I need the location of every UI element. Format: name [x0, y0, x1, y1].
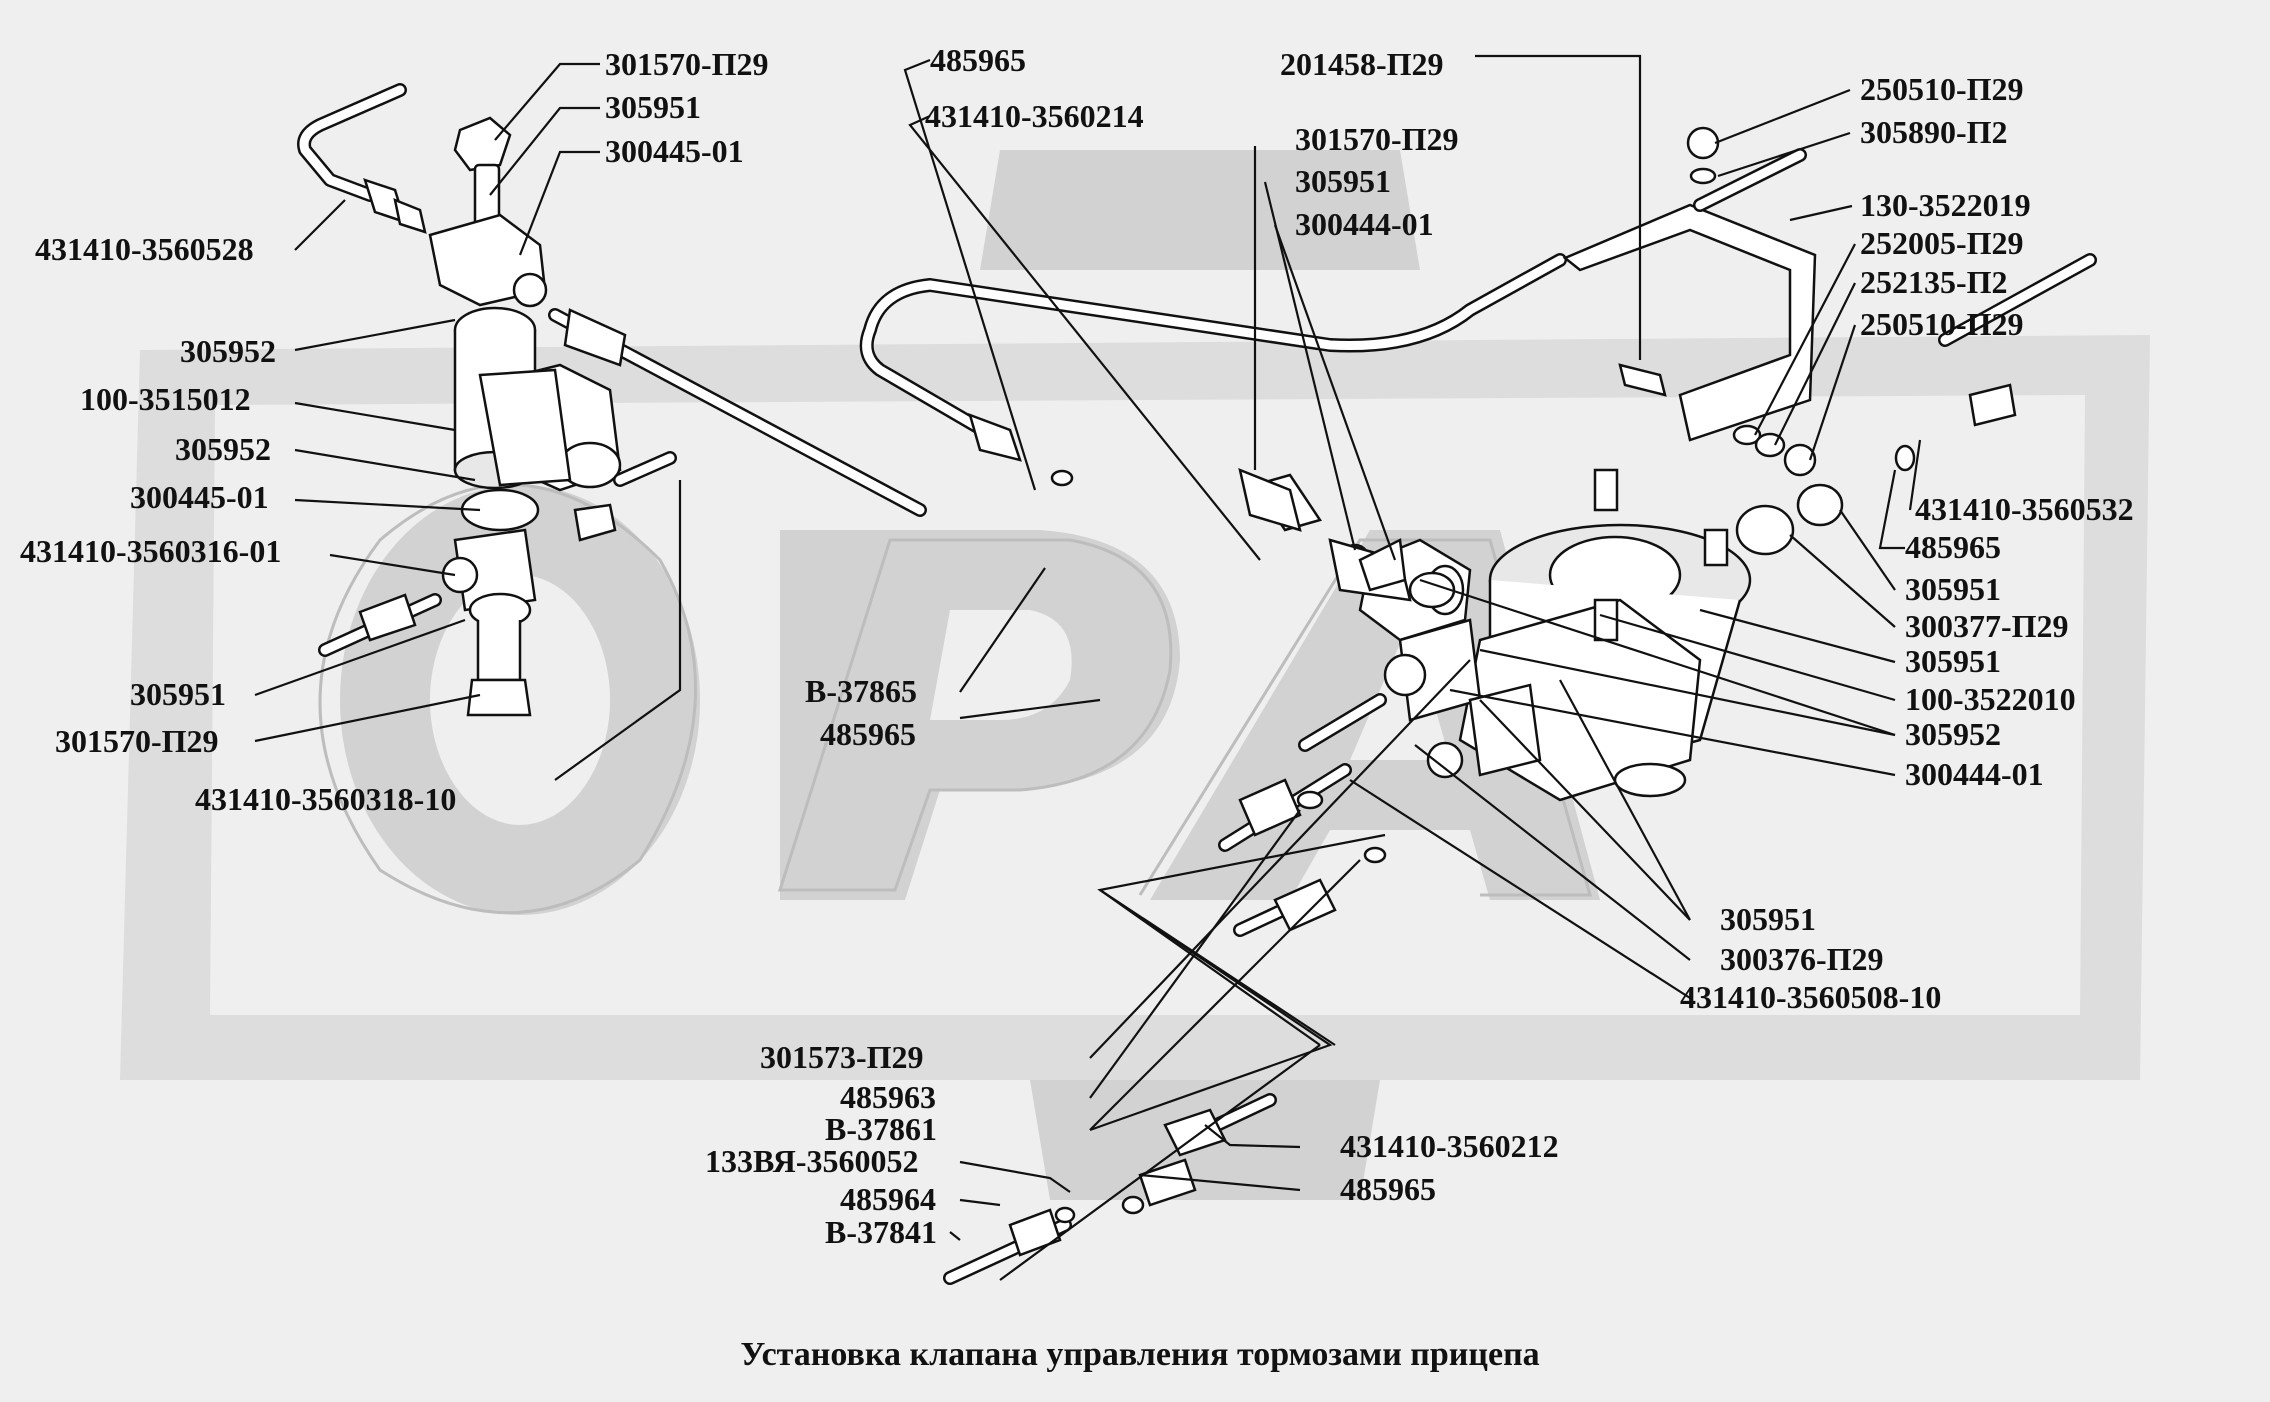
label-431410-3560318-10: 431410-3560318-10: [195, 781, 456, 817]
label-301573-p29: 301573-П29: [760, 1039, 924, 1075]
label-301570-p29-top: 301570-П29: [605, 46, 769, 82]
diagram-caption: Установка клапана управления тормозами п…: [740, 1336, 1539, 1373]
label-305952-a: 305952: [180, 333, 276, 369]
label-100-3515012: 100-3515012: [80, 381, 251, 417]
label-301570-p29-right: 301570-П29: [1295, 121, 1459, 157]
label-v-37861: В-37861: [825, 1111, 937, 1147]
label-300376-p29: 300376-П29: [1720, 941, 1884, 977]
label-300445-01-mid: 300445-01: [130, 479, 269, 515]
label-300445-01-top: 300445-01: [605, 133, 744, 169]
label-305951-top: 305951: [605, 89, 701, 125]
leader-lines: [254, 54, 1922, 1281]
label-431410-3560532: 431410-3560532: [1915, 491, 2134, 527]
label-305890-p2: 305890-П2: [1860, 114, 2008, 150]
label-305951-lower: 305951: [1720, 901, 1816, 937]
label-431410-3560316-01: 431410-3560316-01: [20, 533, 281, 569]
label-485965-right: 485965: [1905, 529, 2001, 565]
valve-body: [1238, 467, 1844, 802]
label-305951-right-a: 305951: [1905, 571, 2001, 607]
part-labels: 301570-П29 305951 300445-01 431410-35605…: [20, 42, 2134, 1250]
label-305951-left: 305951: [130, 676, 226, 712]
label-300444-01-top: 300444-01: [1295, 206, 1434, 242]
label-252005-p29: 252005-П29: [1860, 225, 2024, 261]
label-485965-top: 485965: [930, 42, 1026, 78]
label-485963: 485963: [840, 1079, 936, 1115]
label-300444-01-right: 300444-01: [1905, 756, 2044, 792]
label-431410-3560214: 431410-3560214: [925, 98, 1144, 134]
label-485965-mid: 485965: [820, 716, 916, 752]
label-133vya-3560052: 133ВЯ-3560052: [705, 1143, 919, 1179]
label-v-37841: В-37841: [825, 1214, 937, 1250]
label-305952-right: 305952: [1905, 716, 2001, 752]
label-431410-3560528: 431410-3560528: [35, 231, 254, 267]
label-250510-p29-bottom: 250510-П29: [1860, 306, 2024, 342]
label-130-3522019: 130-3522019: [1860, 187, 2031, 223]
label-485965-bottom: 485965: [1340, 1171, 1436, 1207]
label-201458-p29: 201458-П29: [1280, 46, 1444, 82]
label-305951-right-b: 305951: [1905, 643, 2001, 679]
label-431410-3560212: 431410-3560212: [1340, 1128, 1559, 1164]
lower-pipes: [943, 253, 2097, 1285]
label-300377-p29: 300377-П29: [1905, 608, 2069, 644]
label-431410-3560508-10: 431410-3560508-10: [1680, 979, 1941, 1015]
label-252135-p2: 252135-П2: [1860, 264, 2008, 300]
label-305952-b: 305952: [175, 431, 271, 467]
label-301570-p29-bottom: 301570-П29: [55, 723, 219, 759]
label-250510-p29-top: 250510-П29: [1860, 71, 2024, 107]
watermark: [120, 150, 2150, 1200]
label-305951-right-top: 305951: [1295, 163, 1391, 199]
label-100-3522010: 100-3522010: [1905, 681, 2076, 717]
label-485964: 485964: [840, 1181, 936, 1217]
label-v-37865: В-37865: [805, 673, 917, 709]
upper-pipe: [859, 253, 1567, 487]
left-assembly: [297, 83, 927, 717]
bracket: [1562, 126, 1817, 477]
